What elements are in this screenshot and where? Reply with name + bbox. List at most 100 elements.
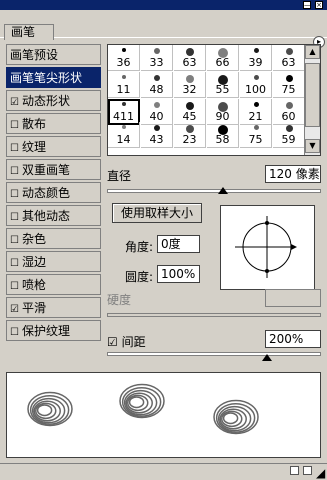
brush-size-label: 43	[149, 133, 164, 146]
checkbox-checked-icon[interactable]: ☑	[107, 335, 118, 349]
brush-size-label: 21	[248, 110, 263, 123]
brush-preset-cell[interactable]: 100	[240, 72, 272, 98]
angle-roundness-preview[interactable]	[220, 205, 315, 290]
nav-label: 湿边	[22, 255, 47, 269]
checkbox-icon[interactable]: ☐	[10, 166, 19, 177]
checkbox-icon[interactable]: ☐	[10, 143, 19, 154]
diameter-slider[interactable]	[107, 189, 321, 193]
angle-field[interactable]: 0度	[157, 235, 200, 253]
brush-preset-cell[interactable]: 58	[207, 122, 239, 148]
brush-preset-cell[interactable]: 55	[207, 72, 239, 98]
palette-titlebar[interactable]: — ×	[0, 0, 327, 10]
brush-preset-cell[interactable]: 14	[108, 122, 140, 148]
brush-tip-icon	[122, 48, 126, 52]
checkbox-icon[interactable]: ☐	[10, 120, 19, 131]
nav-brush-tip-shape[interactable]: 画笔笔尖形状	[6, 67, 101, 88]
checkbox-checked-icon[interactable]: ☑	[10, 304, 19, 315]
brush-size-label: 63	[281, 56, 296, 69]
nav-other-dynamics[interactable]: ☐其他动态	[6, 205, 101, 226]
spacing-label: 间距	[121, 335, 146, 349]
brush-preset-cell[interactable]: 48	[141, 72, 173, 98]
brush-tip-icon	[154, 48, 160, 54]
diameter-field[interactable]: 120 像素	[265, 165, 321, 183]
new-brush-icon[interactable]	[290, 466, 299, 475]
brush-preset-cell[interactable]: 75	[273, 72, 305, 98]
nav-label: 平滑	[22, 301, 47, 315]
checkbox-checked-icon[interactable]: ☑	[10, 97, 19, 108]
checkbox-icon[interactable]: ☐	[10, 258, 19, 269]
nav-label: 画笔预设	[10, 48, 59, 62]
brush-tip-icon	[253, 102, 259, 107]
resize-grip-icon[interactable]: ◢	[316, 466, 326, 480]
brush-preset-cell[interactable]: 75	[240, 122, 272, 148]
nav-color-dynamics[interactable]: ☐动态颜色	[6, 182, 101, 203]
brush-preset-cell[interactable]: 21	[240, 99, 272, 125]
checkbox-icon[interactable]: ☐	[10, 281, 19, 292]
checkbox-icon[interactable]: ☐	[10, 327, 19, 338]
nav-brush-presets[interactable]: 画笔预设	[6, 44, 101, 65]
nav-dual-brush[interactable]: ☐双重画笔	[6, 159, 101, 180]
panel-status-bar: ◢	[0, 463, 327, 480]
brush-tip-icon	[186, 75, 194, 83]
brush-tip-icon	[285, 125, 293, 132]
checkbox-icon[interactable]: ☐	[10, 235, 19, 246]
spacing-slider[interactable]	[107, 352, 321, 356]
checkbox-icon[interactable]: ☐	[10, 212, 19, 223]
nav-noise[interactable]: ☐杂色	[6, 228, 101, 249]
diameter-label: 直径	[107, 169, 132, 183]
brush-preset-cell[interactable]: 66	[207, 45, 239, 71]
nav-airbrush[interactable]: ☐喷枪	[6, 274, 101, 295]
brush-preset-cell[interactable]: 23	[174, 122, 206, 148]
tab-brushes[interactable]: 画笔	[4, 24, 54, 40]
trash-icon[interactable]	[303, 466, 312, 475]
scroll-up-icon[interactable]: ▲	[305, 45, 320, 59]
diameter-slider-thumb[interactable]	[218, 187, 228, 194]
brush-preset-cell[interactable]: 33	[141, 45, 173, 71]
brush-preset-cell[interactable]: 40	[141, 99, 173, 125]
shell-brush-stroke-icon	[27, 383, 259, 435]
brush-preset-cell[interactable]: 32	[174, 72, 206, 98]
nav-texture[interactable]: ☐纹理	[6, 136, 101, 157]
minimize-icon[interactable]: —	[303, 1, 311, 9]
shell-stroke-mark	[127, 394, 149, 412]
brush-tip-icon	[253, 125, 259, 130]
nav-shape-dynamics[interactable]: ☑动态形状	[6, 90, 101, 111]
brush-preset-cell[interactable]: 39	[240, 45, 272, 71]
use-sample-size-button[interactable]: 使用取样大小	[112, 203, 202, 223]
brush-preset-cell[interactable]: 11	[108, 72, 140, 98]
brush-size-label: 33	[149, 56, 164, 69]
spacing-row[interactable]: ☑ 间距	[107, 333, 146, 350]
close-icon[interactable]: ×	[315, 1, 323, 9]
brush-preset-cell[interactable]: 43	[141, 122, 173, 148]
brush-preset-cell[interactable]: 45	[174, 99, 206, 125]
spacing-slider-thumb[interactable]	[262, 354, 272, 361]
roundness-field[interactable]: 100%	[157, 265, 200, 283]
spacing-field[interactable]: 200%	[265, 330, 321, 348]
grid-scrollbar[interactable]: ▲ ▼	[304, 45, 320, 155]
checkbox-icon[interactable]: ☐	[10, 189, 19, 200]
brush-tip-icon	[218, 48, 228, 58]
brush-size-label: 75	[281, 83, 296, 96]
scroll-down-icon[interactable]: ▼	[305, 139, 320, 153]
brush-preset-cell[interactable]: 63	[174, 45, 206, 71]
shell-stroke-mark	[213, 399, 259, 435]
shell-stroke-mark	[121, 386, 162, 417]
nav-label: 动态颜色	[22, 186, 71, 200]
hardness-slider-disabled	[107, 313, 321, 317]
brush-preset-cell[interactable]: 63	[273, 45, 305, 71]
shell-stroke-mark	[27, 391, 73, 427]
brush-preset-cell[interactable]: 59	[273, 122, 305, 148]
brush-size-label: 411	[113, 110, 134, 123]
nav-scattering[interactable]: ☐散布	[6, 113, 101, 134]
nav-protect-texture[interactable]: ☐保护纹理	[6, 320, 101, 341]
nav-smoothing[interactable]: ☑平滑	[6, 297, 101, 318]
shell-stroke-mark	[119, 383, 165, 419]
nav-wet-edges[interactable]: ☐湿边	[6, 251, 101, 272]
brush-size-label: 58	[215, 133, 230, 146]
scroll-thumb[interactable]	[305, 63, 320, 127]
brush-preset-cell[interactable]: 90	[207, 99, 239, 125]
brush-preset-cell[interactable]: 411	[108, 99, 140, 125]
brush-preset-cell[interactable]: 36	[108, 45, 140, 71]
brush-size-label: 75	[248, 133, 263, 146]
